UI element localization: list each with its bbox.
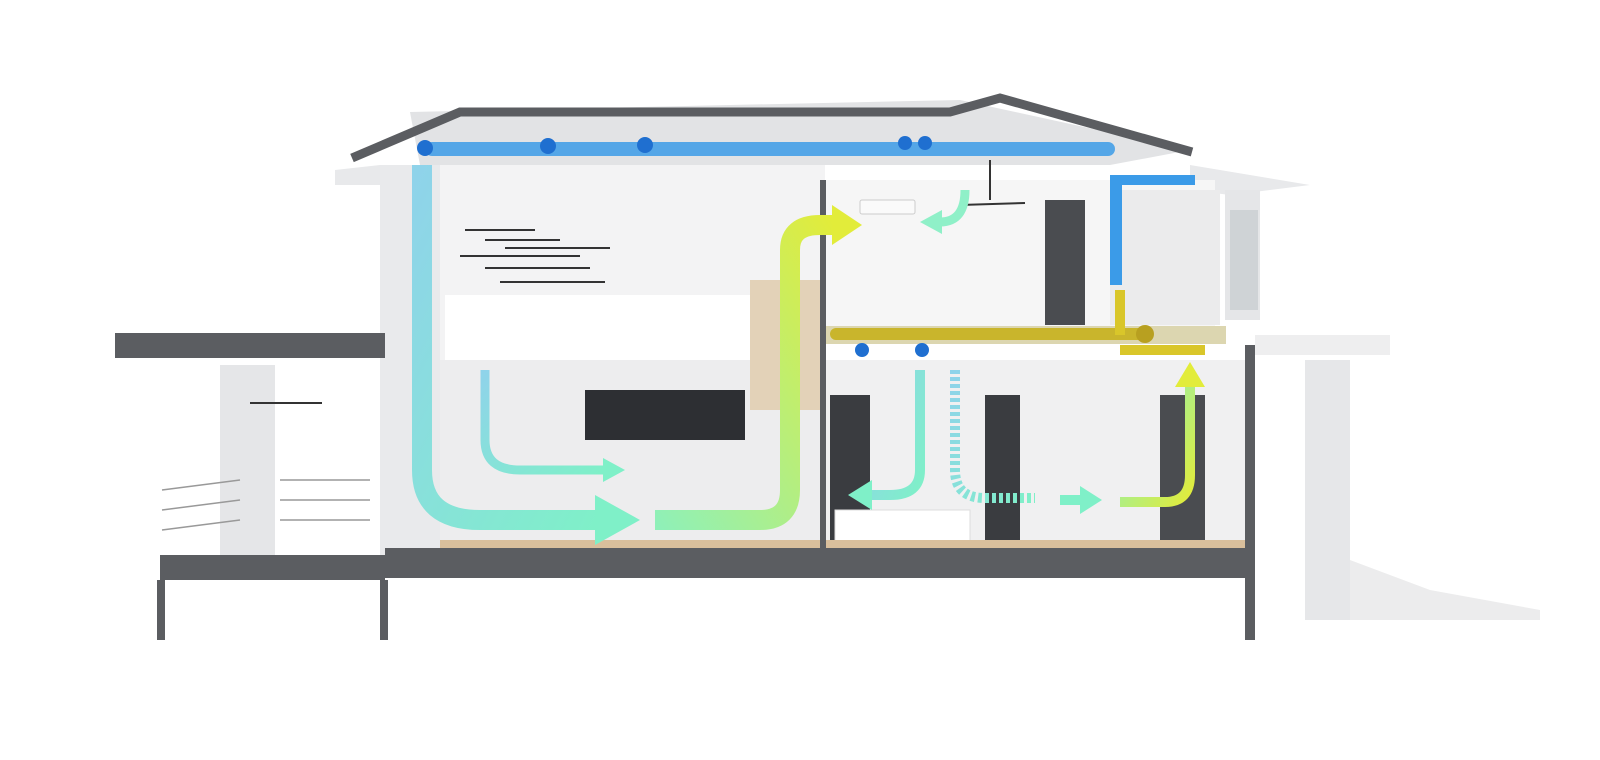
ceiling-fan-icon xyxy=(959,160,1026,206)
door xyxy=(1045,200,1085,325)
bed xyxy=(834,509,971,546)
arrow-head xyxy=(1080,486,1102,514)
arrow-head xyxy=(848,480,872,510)
left-deck xyxy=(157,365,388,640)
right-wall xyxy=(1245,345,1255,640)
right-stairs xyxy=(1255,335,1540,620)
airflow-arrow xyxy=(480,370,605,475)
arrow-head xyxy=(832,205,862,245)
airflow-arrow xyxy=(950,370,1035,503)
arrow-head xyxy=(920,210,942,234)
return-ducts xyxy=(830,290,1205,355)
airflow-arrow xyxy=(655,215,835,530)
supply-ducts xyxy=(417,136,1195,357)
airflow-arrow xyxy=(1120,385,1195,507)
deck-roof-slab xyxy=(115,333,385,358)
ground-slab xyxy=(385,548,1255,578)
upper-floor xyxy=(380,165,1260,555)
pendant-light-icon xyxy=(460,229,610,283)
airflow-arrow xyxy=(939,189,970,227)
airflow-arrow xyxy=(870,370,925,500)
airflow-arrow xyxy=(412,165,600,530)
air-conditioner-icon xyxy=(859,199,916,215)
arrow-head xyxy=(603,458,625,482)
arrow-head xyxy=(1175,362,1205,387)
airflow-arrows xyxy=(412,165,1205,545)
arrow-head xyxy=(595,495,640,545)
